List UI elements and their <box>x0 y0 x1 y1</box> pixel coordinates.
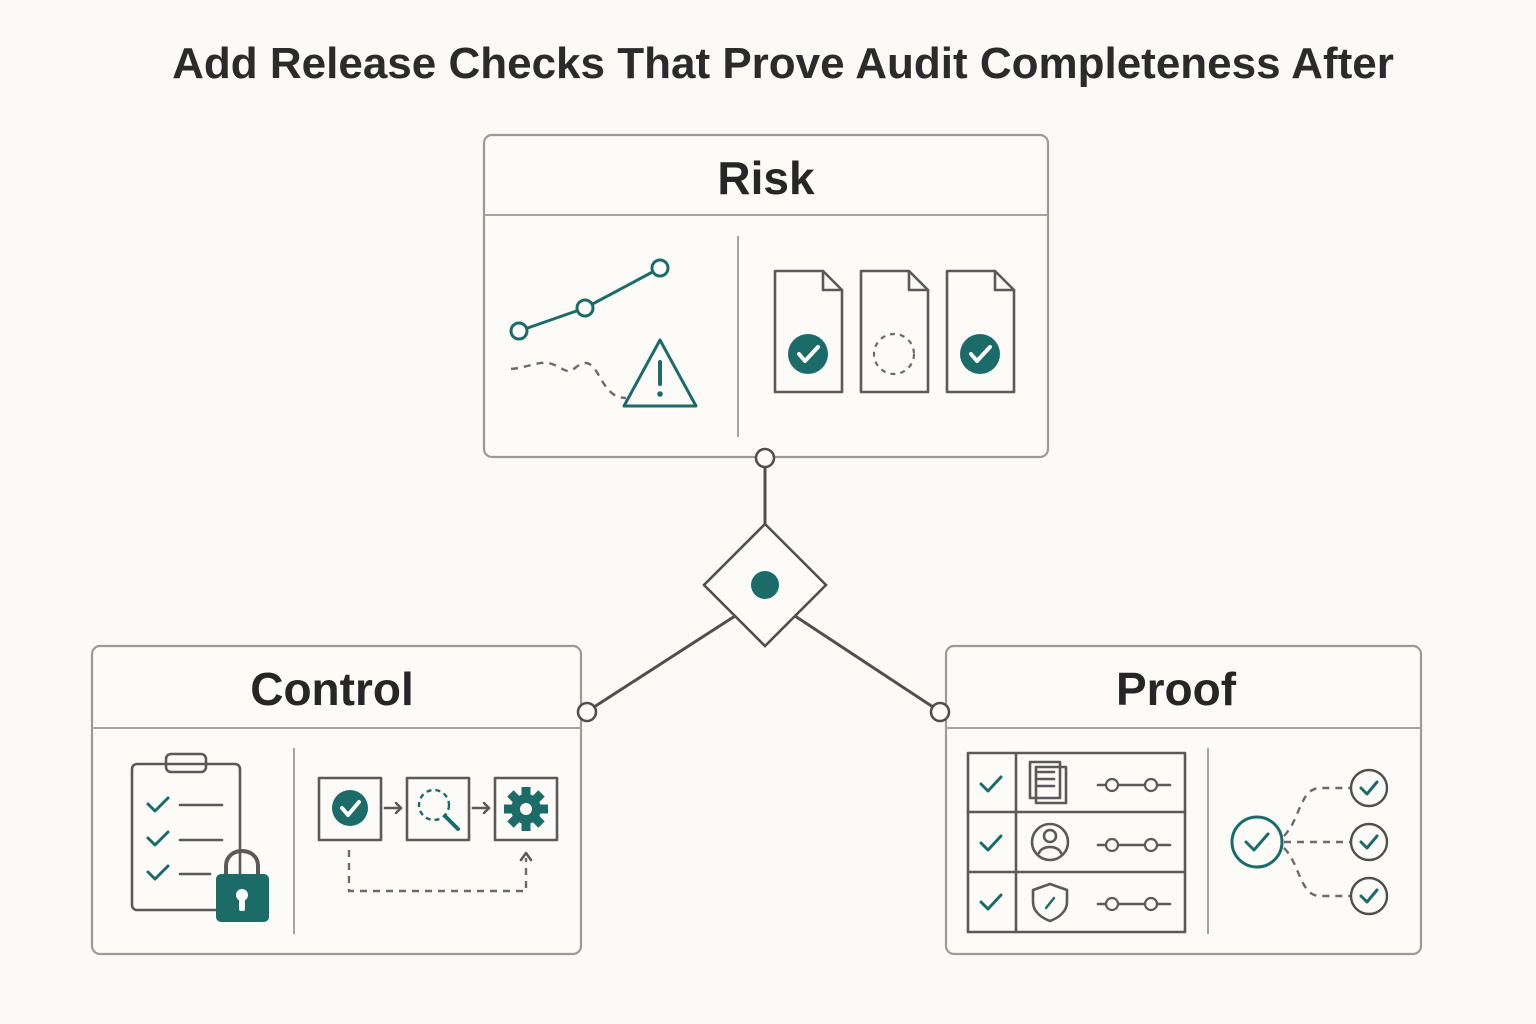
panel-risk-title: Risk <box>717 152 815 204</box>
page-title: Add Release Checks That Prove Audit Comp… <box>172 39 1394 88</box>
arrow-right-icon <box>471 801 491 815</box>
connector-control <box>593 614 736 709</box>
verified-check-icon <box>1349 876 1389 916</box>
warning-triangle-icon <box>622 338 698 408</box>
panel-risk: Risk <box>482 133 1050 459</box>
verification-tree <box>1230 768 1389 916</box>
documents-icon <box>1028 760 1068 805</box>
verified-check-icon <box>1349 822 1389 862</box>
check-icon <box>979 775 1003 793</box>
panel-control: Control <box>90 644 583 956</box>
document-checked-icon <box>773 269 844 394</box>
panel-proof: Proof <box>944 644 1423 956</box>
check-icon <box>979 834 1003 852</box>
user-icon <box>1030 822 1070 862</box>
slider-icon <box>1096 837 1172 853</box>
document-checked-icon <box>945 269 1016 394</box>
node-control <box>576 701 598 723</box>
connectors <box>593 467 934 709</box>
arrow-right-icon <box>383 801 403 815</box>
check-step-icon <box>317 776 383 842</box>
slider-icon <box>1096 777 1172 793</box>
document-pending-icon <box>859 269 930 394</box>
hub-diamond <box>702 522 828 648</box>
settings-step-icon <box>493 776 559 842</box>
check-icon <box>979 893 1003 911</box>
feedback-loop <box>347 850 533 893</box>
inspect-step-icon <box>405 776 471 842</box>
padlock-icon <box>216 849 269 922</box>
slider-icon <box>1096 896 1172 912</box>
dashed-trend <box>510 361 627 400</box>
clipboard-checklist-icon <box>130 752 242 912</box>
shield-icon <box>1031 882 1069 923</box>
verified-check-icon <box>1230 815 1284 869</box>
connector-proof <box>794 614 934 709</box>
trend-line-icon <box>509 258 670 341</box>
panel-proof-title: Proof <box>1116 663 1237 715</box>
node-proof <box>929 701 951 723</box>
evidence-table <box>966 751 1187 934</box>
panel-control-title: Control <box>250 663 414 715</box>
node-risk <box>754 447 776 469</box>
hub-dot <box>751 571 779 599</box>
verified-check-icon <box>1349 768 1389 808</box>
